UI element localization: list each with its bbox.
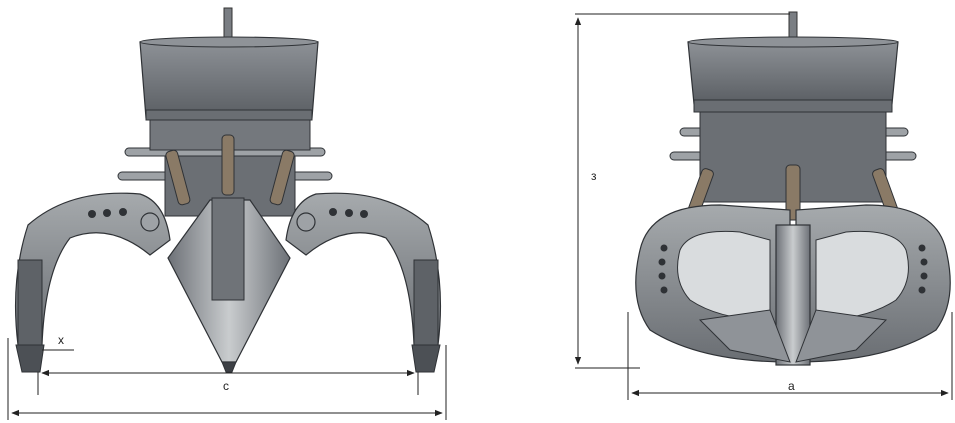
dimension-lines [7,13,953,420]
dimension-label-c: c [223,379,229,393]
open-grab-drawing [14,7,442,373]
dimension-label-x: x [58,333,64,347]
closed-grab-drawing [635,11,951,366]
dimension-label-e: з [591,169,597,183]
dimension-label-a: a [788,379,795,393]
